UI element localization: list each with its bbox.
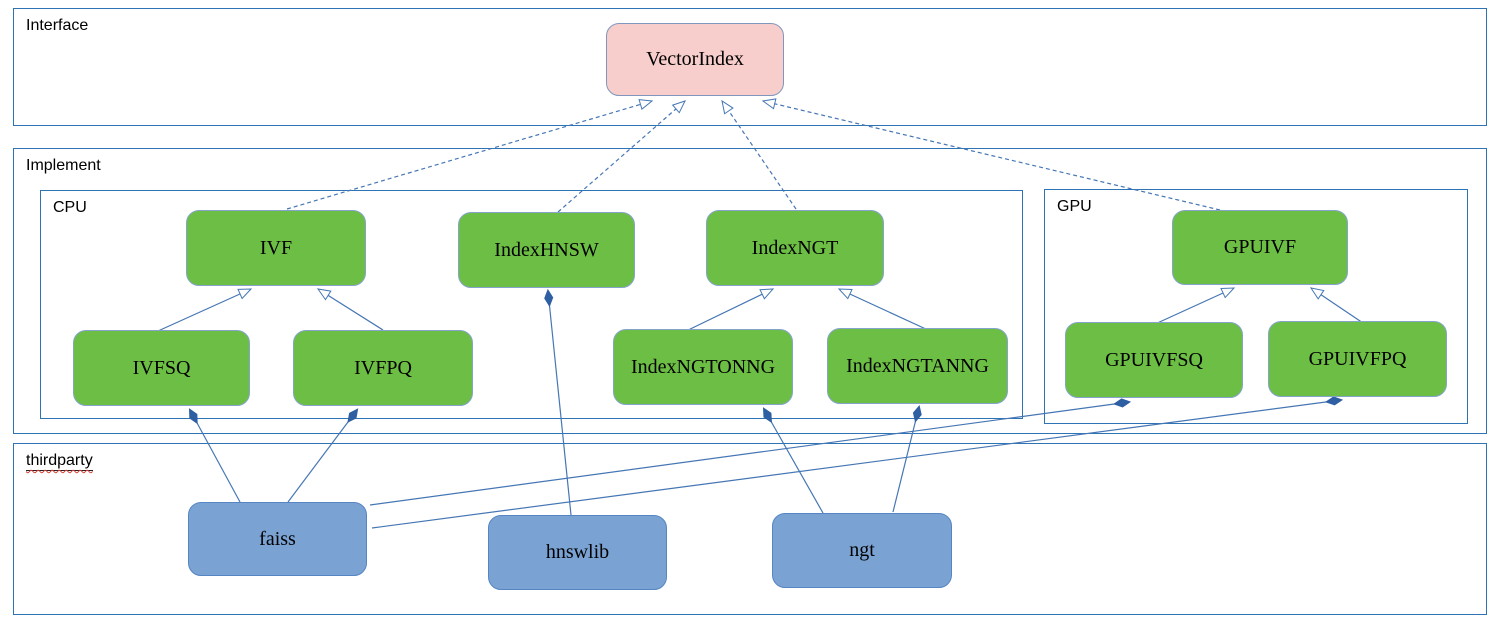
node-label-indexngtanng: IndexNGTANNG bbox=[846, 354, 989, 377]
edge-faiss-ivfsq bbox=[190, 410, 241, 503]
edge-indexngt-vectorindex bbox=[721, 99, 797, 210]
container-label-gpu: GPU bbox=[1057, 198, 1092, 215]
edge-ngt-indexngtanng bbox=[892, 407, 919, 513]
node-faiss[interactable]: faiss bbox=[188, 502, 367, 576]
edge-gpuivfpq-gpuivf bbox=[1309, 287, 1364, 324]
node-label-ivf: IVF bbox=[259, 236, 293, 259]
node-label-ngt: ngt bbox=[849, 539, 875, 561]
node-label-gpuivfsq: GPUIVFSQ bbox=[1105, 348, 1203, 371]
node-ivfpq[interactable]: IVFPQ bbox=[293, 330, 473, 406]
edge-ivfpq-ivf bbox=[316, 288, 384, 331]
node-vectorindex[interactable]: VectorIndex bbox=[606, 23, 784, 96]
edge-faiss-ivfpq bbox=[287, 410, 357, 503]
node-label-ivfpq: IVFPQ bbox=[354, 356, 412, 379]
node-label-faiss: faiss bbox=[259, 527, 296, 550]
container-thirdparty[interactable]: thirdparty bbox=[13, 443, 1487, 615]
node-ivfsq[interactable]: IVFSQ bbox=[73, 330, 250, 406]
container-label-thirdparty: thirdparty bbox=[26, 452, 93, 471]
node-indexngtonng[interactable]: IndexNGTONNG bbox=[613, 329, 793, 405]
node-label-indexngt: IndexNGT bbox=[751, 236, 839, 259]
node-gpuivfsq[interactable]: GPUIVFSQ bbox=[1065, 322, 1243, 398]
node-label-indexhnsw: IndexHNSW bbox=[494, 238, 599, 261]
node-label-vectorindex: VectorIndex bbox=[646, 48, 744, 70]
edge-gpuivfsq-gpuivf bbox=[1152, 287, 1236, 326]
edge-indexngtonng-indexngt bbox=[681, 288, 775, 334]
container-implement[interactable]: Implement bbox=[13, 148, 1487, 434]
edge-hnswlib-indexhnsw bbox=[548, 291, 572, 516]
node-gpuivf[interactable]: GPUIVF bbox=[1172, 210, 1348, 285]
node-label-ivfsq: IVFSQ bbox=[132, 356, 191, 379]
container-interface[interactable]: Interface bbox=[13, 8, 1487, 126]
container-cpu[interactable]: CPU bbox=[40, 190, 1023, 419]
edge-ngt-indexngtonng bbox=[764, 409, 824, 514]
container-gpu[interactable]: GPU bbox=[1044, 189, 1468, 424]
node-label-gpuivfpq: GPUIVFPQ bbox=[1308, 347, 1407, 370]
node-ngt[interactable]: ngt bbox=[772, 513, 952, 588]
node-gpuivfpq[interactable]: GPUIVFPQ bbox=[1268, 321, 1447, 397]
node-indexngtanng[interactable]: IndexNGTANNG bbox=[827, 328, 1008, 404]
node-label-indexngtonng: IndexNGTONNG bbox=[630, 355, 776, 378]
edge-indexngtanng-indexngt bbox=[837, 288, 929, 331]
node-hnswlib[interactable]: hnswlib bbox=[488, 515, 667, 590]
container-label-implement: Implement bbox=[26, 157, 101, 174]
edge-gpuivf-vectorindex bbox=[761, 98, 1221, 211]
edge-faiss-gpuivfsq bbox=[369, 402, 1129, 506]
node-label-hnswlib: hnswlib bbox=[545, 541, 610, 563]
node-ivf[interactable]: IVF bbox=[186, 210, 366, 286]
node-indexngt[interactable]: IndexNGT bbox=[706, 210, 884, 286]
container-label-cpu: CPU bbox=[53, 199, 87, 216]
edge-indexhnsw-vectorindex bbox=[557, 100, 686, 213]
edge-faiss-gpuivfpq bbox=[371, 400, 1341, 529]
container-label-interface: Interface bbox=[26, 17, 89, 34]
node-label-gpuivf: GPUIVF bbox=[1223, 236, 1297, 258]
edge-ivfsq-ivf bbox=[157, 288, 253, 332]
edge-ivf-vectorindex bbox=[286, 99, 654, 210]
node-indexhnsw[interactable]: IndexHNSW bbox=[458, 212, 635, 288]
